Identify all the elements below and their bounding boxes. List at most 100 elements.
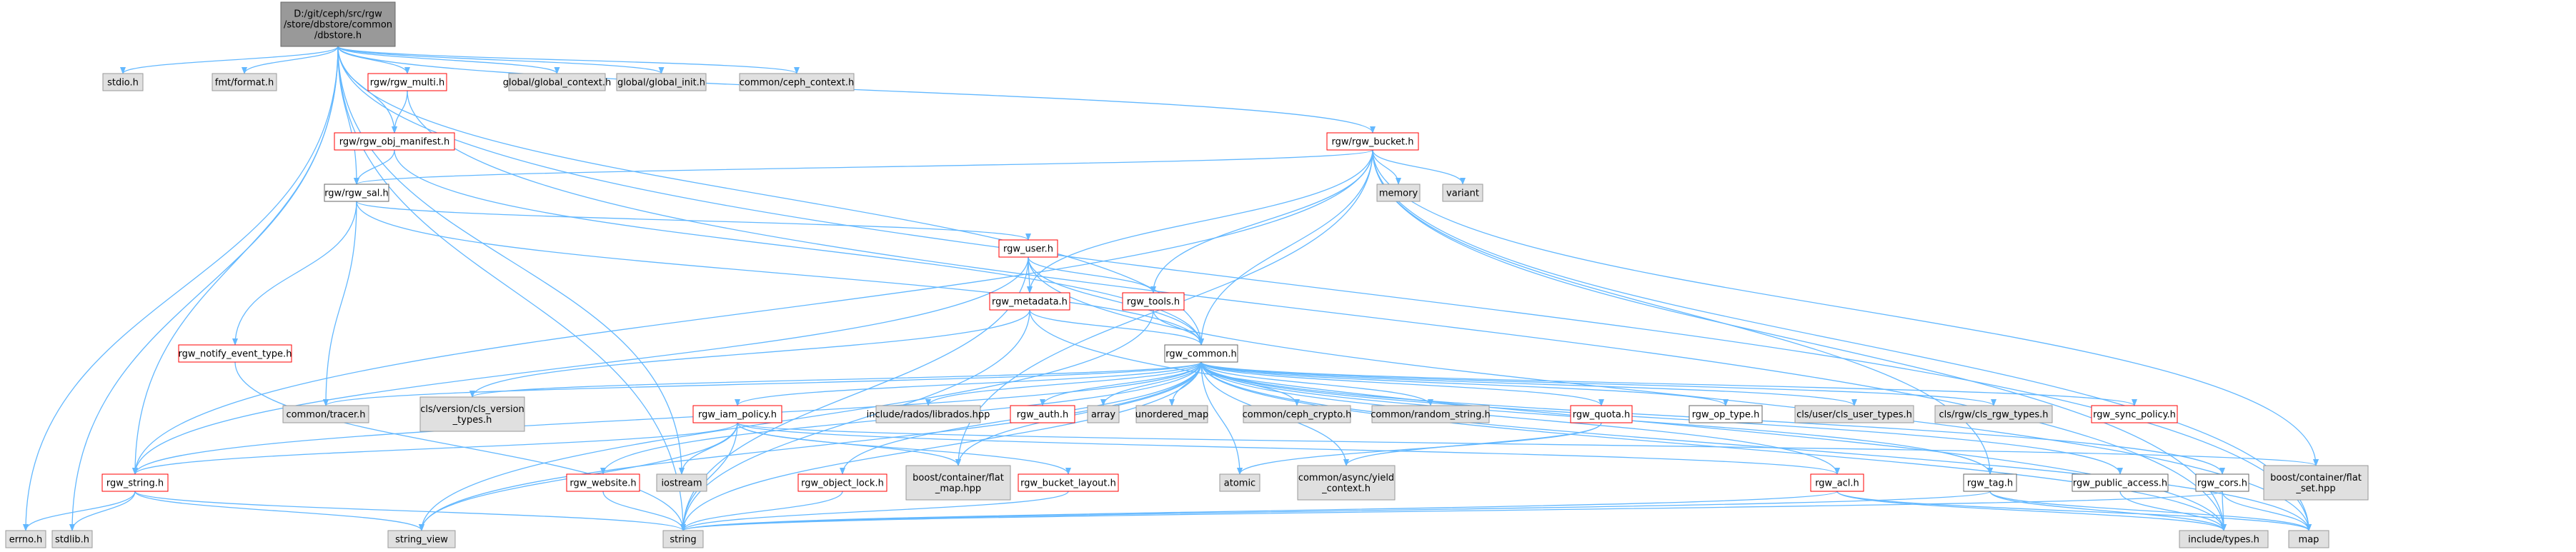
node-box-ginit bbox=[616, 73, 707, 91]
node-quota[interactable]: rgw_quota.h bbox=[1570, 405, 1633, 423]
node-metadata[interactable]: rgw_metadata.h bbox=[989, 292, 1070, 311]
node-label-flatset: _set.hpp bbox=[2295, 483, 2335, 494]
edge-root-to-fmt bbox=[242, 46, 339, 74]
node-atomic: atomic bbox=[1219, 473, 1260, 492]
node-box-atomic bbox=[1219, 473, 1260, 492]
node-common[interactable]: rgw_common.h bbox=[1164, 344, 1238, 363]
edge-acl-to-itypes bbox=[1836, 491, 2227, 531]
edge-user-to-tools bbox=[1028, 256, 1156, 293]
node-box-clsver bbox=[419, 396, 525, 432]
node-rgwstring[interactable]: rgw_string.h bbox=[101, 473, 169, 492]
edge-pubacc-to-itypes bbox=[2119, 491, 2227, 531]
edge-multi-to-itypes bbox=[407, 90, 2227, 531]
node-cors[interactable]: rgw_cors.h bbox=[2195, 473, 2249, 492]
node-label-iostream: iostream bbox=[661, 478, 702, 489]
edge-sal-to-common bbox=[356, 201, 1204, 346]
node-box-tag bbox=[1963, 473, 2017, 492]
node-variant: variant bbox=[1442, 184, 1483, 202]
node-box-website bbox=[566, 473, 640, 492]
edge-tools-to-common bbox=[1153, 309, 1204, 346]
node-sal[interactable]: rgw/rgw_sal.h bbox=[324, 184, 389, 202]
node-box-user bbox=[998, 239, 1058, 258]
node-errno: errno.h bbox=[5, 530, 46, 548]
node-optype[interactable]: rgw_op_type.h bbox=[1689, 405, 1763, 423]
node-objman[interactable]: rgw/rgw_obj_manifest.h bbox=[334, 132, 455, 151]
node-pubacc[interactable]: rgw_public_access.h bbox=[2072, 473, 2169, 492]
edge-rgwstring-to-sview bbox=[134, 491, 424, 531]
edge-iampolicy-to-rgwstring bbox=[132, 422, 738, 475]
node-box-clsuser bbox=[1794, 405, 1914, 423]
node-label-bucket: rgw/rgw_bucket.h bbox=[1331, 137, 1413, 148]
edge-root-to-iostream bbox=[337, 46, 685, 475]
node-label-stdio: stdio.h bbox=[107, 78, 139, 89]
edge-notify-to-string bbox=[234, 361, 686, 531]
node-iampolicy[interactable]: rgw_iam_policy.h bbox=[692, 405, 782, 423]
node-user[interactable]: rgw_user.h bbox=[998, 239, 1058, 258]
node-label-atomic: atomic bbox=[1224, 478, 1255, 489]
node-box-cors bbox=[2195, 473, 2249, 492]
node-label-iampolicy: rgw_iam_policy.h bbox=[698, 410, 777, 421]
node-flatmap: boost/container/flat_map.hpp bbox=[905, 465, 1011, 501]
edge-root-to-stdio bbox=[120, 46, 339, 74]
node-label-notify: rgw_notify_event_type.h bbox=[179, 349, 292, 360]
node-map: map bbox=[2288, 530, 2329, 548]
node-box-bucket bbox=[1326, 132, 1419, 151]
node-label-librados: include/rados/librados.hpp bbox=[867, 410, 990, 421]
edge-root-to-cctx bbox=[337, 46, 800, 74]
node-label-errno: errno.h bbox=[9, 535, 43, 546]
node-label-ayield: common/async/yield bbox=[1298, 473, 1394, 483]
edge-root-to-map bbox=[337, 46, 2312, 531]
node-box-common bbox=[1164, 344, 1238, 363]
node-itypes: include/types.h bbox=[2179, 530, 2269, 548]
node-label-variant: variant bbox=[1446, 189, 1479, 199]
node-box-sal bbox=[324, 184, 389, 202]
node-label-common: rgw_common.h bbox=[1165, 349, 1237, 360]
edge-bucket-to-rgwstring bbox=[132, 149, 1373, 475]
node-website[interactable]: rgw_website.h bbox=[566, 473, 640, 492]
node-label-objman: rgw/rgw_obj_manifest.h bbox=[339, 137, 450, 148]
node-label-clsrgw: cls/rgw/cls_rgw_types.h bbox=[1939, 410, 2048, 421]
node-objlock[interactable]: rgw_object_lock.h bbox=[797, 473, 887, 492]
node-tag[interactable]: rgw_tag.h bbox=[1963, 473, 2017, 492]
node-blayout[interactable]: rgw_bucket_layout.h bbox=[1018, 473, 1119, 492]
node-label-clsver: cls/version/cls_version bbox=[420, 404, 524, 415]
node-randstr: common/random_string.h bbox=[1371, 405, 1491, 423]
edge-iampolicy-to-string bbox=[680, 422, 738, 531]
node-box-quota bbox=[1570, 405, 1633, 423]
node-box-map bbox=[2288, 530, 2329, 548]
node-iostream: iostream bbox=[656, 473, 707, 492]
node-label-root: /dbstore.h bbox=[314, 31, 362, 41]
edge-bucket-to-variant bbox=[1372, 149, 1466, 185]
edge-common-to-acl bbox=[1200, 361, 1840, 475]
edge-common-to-librados bbox=[925, 361, 1202, 406]
node-notify[interactable]: rgw_notify_event_type.h bbox=[178, 344, 292, 363]
node-root[interactable]: D:/git/ceph/src/rgw/store/dbstore/common… bbox=[280, 1, 396, 47]
node-stdlib: stdlib.h bbox=[51, 530, 93, 548]
node-label-umap: unordered_map bbox=[1135, 410, 1209, 421]
node-tracer: common/tracer.h bbox=[282, 405, 369, 423]
edge-tools-to-sview bbox=[419, 309, 1154, 531]
edge-bucket-to-flatset bbox=[1372, 149, 2319, 466]
edge-rgwstring-to-errno bbox=[23, 491, 136, 531]
node-bucket[interactable]: rgw/rgw_bucket.h bbox=[1326, 132, 1419, 151]
node-label-flatmap: boost/container/flat bbox=[912, 473, 1004, 483]
node-acl[interactable]: rgw_acl.h bbox=[1810, 473, 1864, 492]
node-label-clsver: _types.h bbox=[452, 415, 492, 426]
node-stdio: stdio.h bbox=[102, 73, 144, 91]
node-label-tag: rgw_tag.h bbox=[1967, 478, 2013, 489]
node-label-acl: rgw_acl.h bbox=[1815, 478, 1859, 489]
node-box-flatset bbox=[2263, 465, 2369, 501]
node-multi[interactable]: rgw/rgw_multi.h bbox=[367, 73, 447, 91]
edge-bucket-to-common bbox=[1198, 149, 1373, 346]
edge-common-to-clsrgw bbox=[1200, 361, 1996, 406]
edge-common-to-string bbox=[680, 361, 1202, 531]
edge-root-to-errno bbox=[23, 46, 339, 531]
node-box-memory bbox=[1376, 184, 1421, 202]
edge-rgwstring-to-stdlib bbox=[69, 491, 136, 531]
node-sync[interactable]: rgw_sync_policy.h bbox=[2091, 405, 2178, 423]
node-box-array bbox=[1087, 405, 1120, 423]
node-tools[interactable]: rgw_tools.h bbox=[1122, 292, 1185, 311]
node-auth[interactable]: rgw_auth.h bbox=[1010, 405, 1075, 423]
node-label-sview: string_view bbox=[395, 535, 448, 546]
